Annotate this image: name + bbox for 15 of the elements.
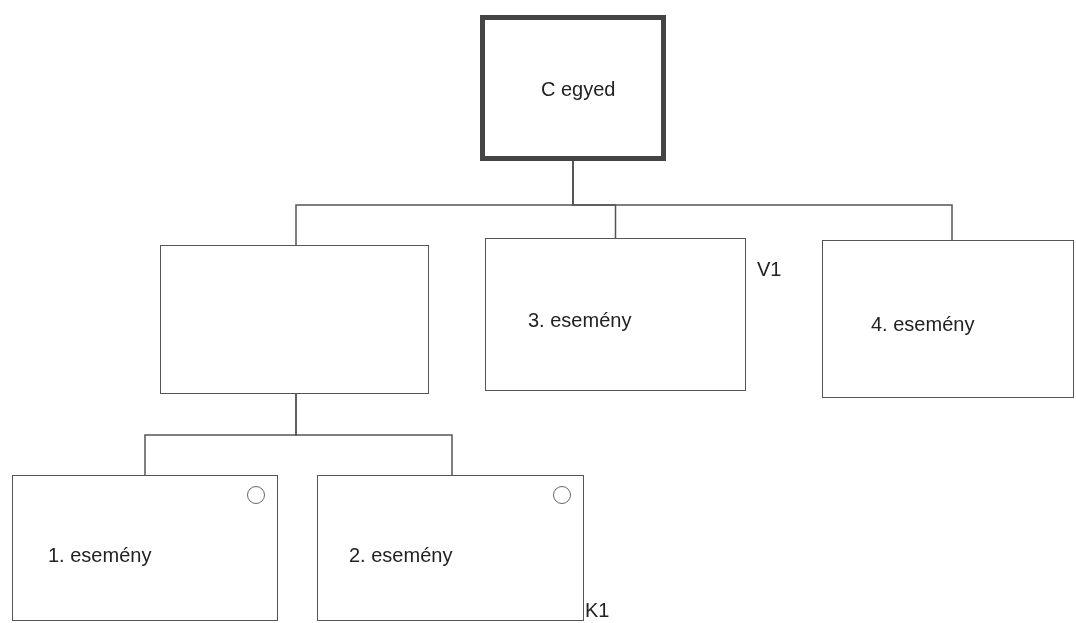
event-box: [317, 475, 584, 621]
box-label: 3. esemény: [528, 309, 632, 332]
structure-box: [160, 245, 429, 394]
event-box: [822, 240, 1074, 398]
side-label: K1: [585, 599, 610, 622]
connector-line: [295, 393, 453, 476]
side-label: V1: [757, 258, 782, 281]
box-label: 4. esemény: [871, 313, 975, 336]
box-label: 1. esemény: [48, 544, 152, 567]
event-box: [12, 475, 278, 621]
event-box: [485, 238, 746, 391]
entity-box: [480, 15, 666, 161]
connector-line: [572, 160, 953, 241]
box-label: 2. esemény: [349, 544, 453, 567]
box-label: C egyed: [541, 78, 616, 101]
